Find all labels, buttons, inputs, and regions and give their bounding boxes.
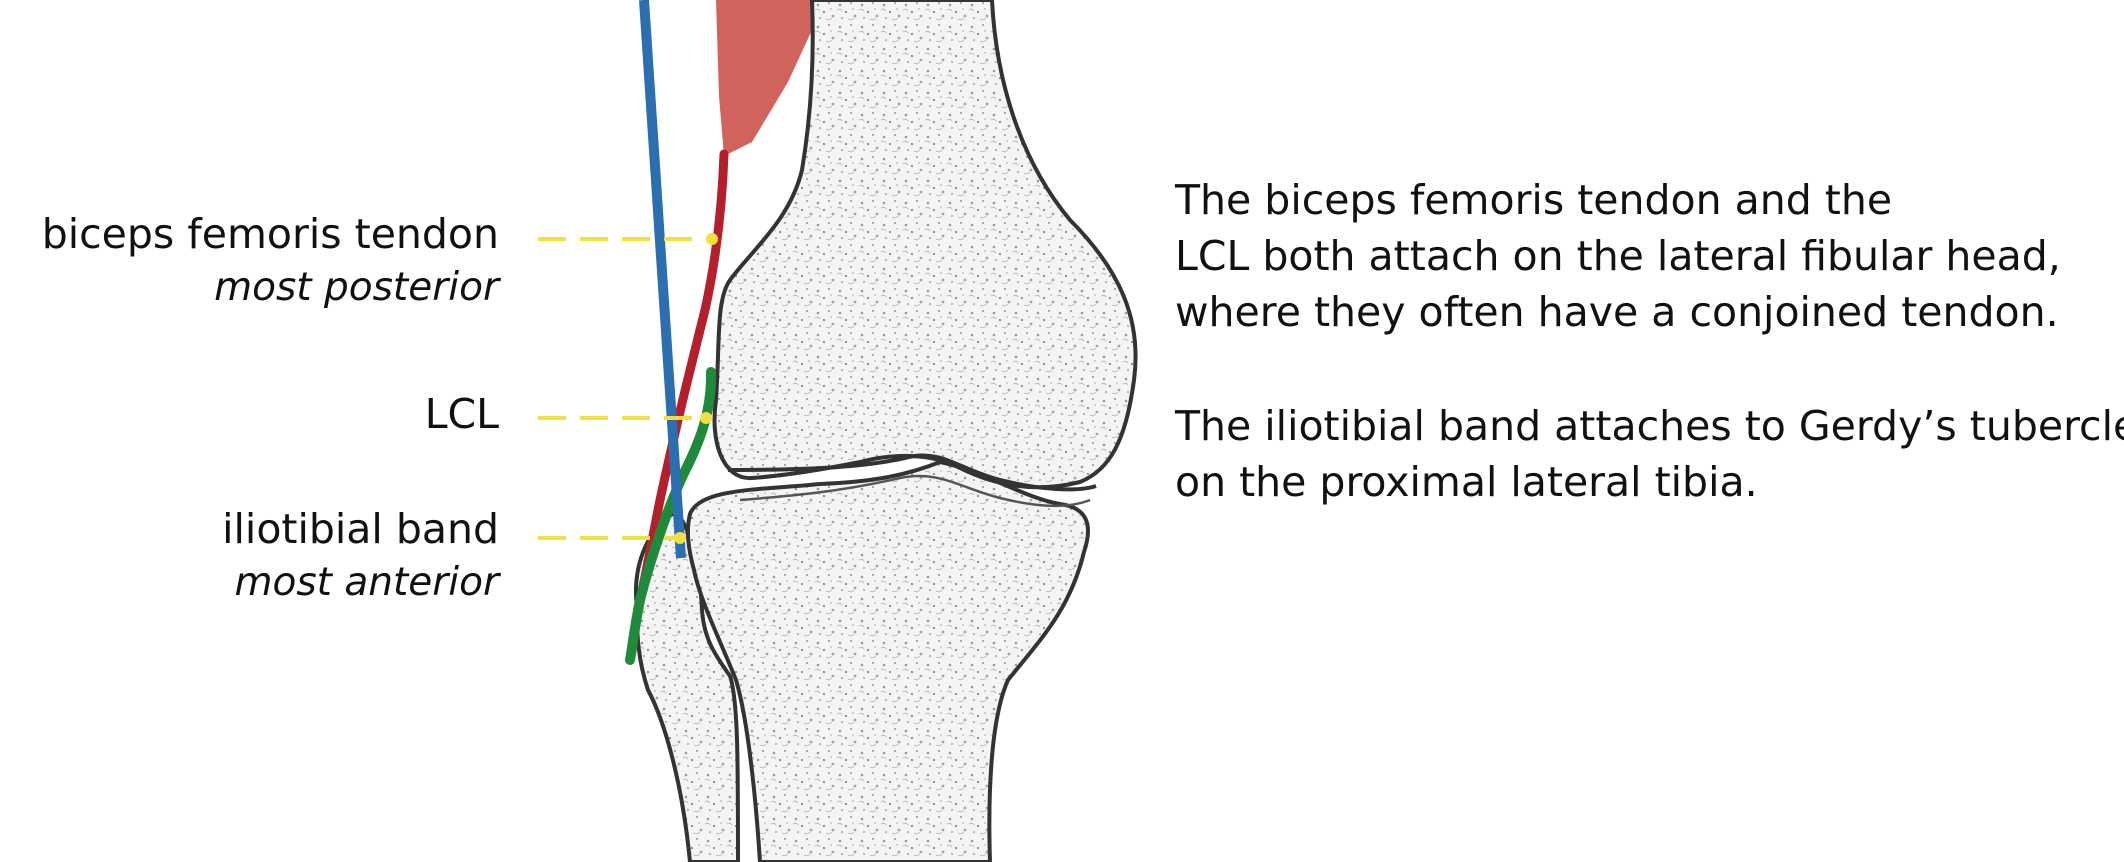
description-paragraph-1: The biceps femoris tendon and the LCL bo… (1175, 172, 2061, 340)
lcl-label-name: LCL (424, 390, 499, 438)
biceps-leader-dot (706, 233, 718, 245)
femur-bone (712, 0, 1138, 490)
description-line: where they often have a conjoined tendon… (1175, 288, 2059, 336)
meniscus (739, 474, 1091, 507)
description-line: on the proximal lateral tibia. (1175, 458, 1758, 506)
iliotibial-band-label: iliotibial band most anterior (222, 502, 499, 610)
lcl-leader-dot (700, 412, 712, 424)
iliotibial-band-label-note: most anterior (234, 560, 499, 605)
description-line: The biceps femoris tendon and the (1175, 176, 1893, 224)
description-line: LCL both attach on the lateral fibular h… (1175, 232, 2061, 280)
joint-line (727, 453, 1097, 492)
itb-leader-dot (674, 532, 686, 544)
lcl-ligament (639, 0, 686, 559)
description-line: The iliotibial band attaches to Gerdy’s … (1175, 402, 2124, 450)
biceps-femoris-label-note: most posterior (214, 265, 499, 310)
tibia-bone (685, 459, 1090, 862)
biceps-femoris-muscle (716, 0, 812, 156)
lcl-label: LCL (425, 387, 499, 441)
iliotibial-band-label-name: iliotibial band (222, 505, 499, 553)
description-paragraph-2: The iliotibial band attaches to Gerdy’s … (1175, 398, 2124, 510)
biceps-femoris-label: biceps femoris tendon most posterior (42, 207, 499, 315)
biceps-femoris-label-name: biceps femoris tendon (41, 210, 499, 258)
